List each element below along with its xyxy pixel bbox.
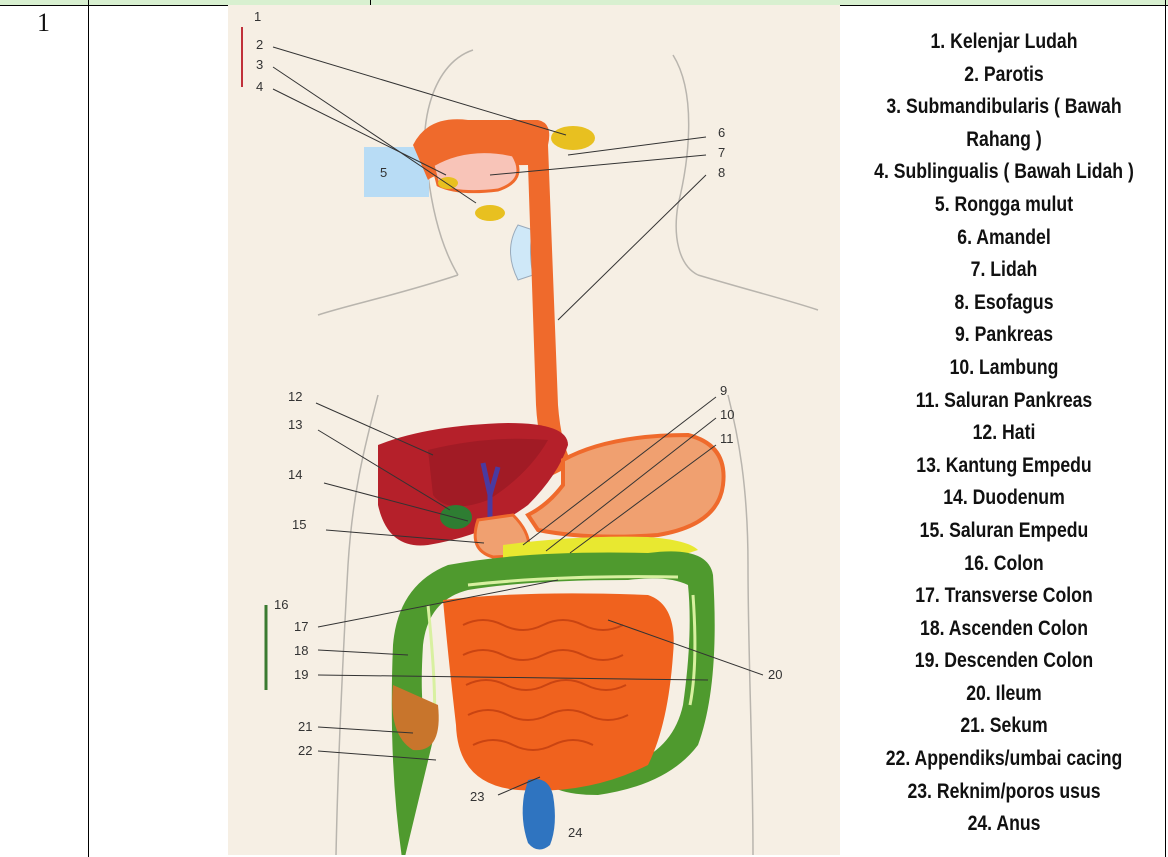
digestive-system-diagram: 1 2 3 4 5 6 7 8 9 10 11 12 13 14 15 16 1… bbox=[228, 5, 840, 855]
diagram-label-11: 11 bbox=[720, 431, 734, 446]
diagram-label-12: 12 bbox=[288, 389, 302, 404]
diagram-label-14: 14 bbox=[288, 467, 302, 482]
legend-item: 6. Amandel bbox=[866, 222, 1142, 255]
diagram-label-13: 13 bbox=[288, 417, 302, 432]
diagram-label-16: 16 bbox=[274, 597, 288, 612]
legend-item: 16. Colon bbox=[866, 548, 1142, 581]
parotid-gland bbox=[551, 126, 595, 150]
legend-item: 4. Sublingualis ( Bawah Lidah ) bbox=[866, 156, 1142, 189]
diagram-label-7: 7 bbox=[718, 145, 725, 160]
legend-item: 23. Reknim/poros usus bbox=[866, 776, 1142, 809]
diagram-label-15: 15 bbox=[292, 517, 306, 532]
legend-item: 15. Saluran Empedu bbox=[866, 515, 1142, 548]
diagram-label-17: 17 bbox=[294, 619, 308, 634]
sublingual-gland bbox=[438, 177, 458, 189]
legend-item: 2. Parotis bbox=[866, 59, 1142, 92]
legend-item: 20. Ileum bbox=[866, 678, 1142, 711]
legend-item: 1. Kelenjar Ludah bbox=[866, 26, 1142, 59]
legend-item: 21. Sekum bbox=[866, 710, 1142, 743]
diagram-label-21: 21 bbox=[298, 719, 312, 734]
legend-item: 19. Descenden Colon bbox=[866, 645, 1142, 678]
diagram-label-5: 5 bbox=[380, 165, 387, 180]
legend-item: 17. Transverse Colon bbox=[866, 580, 1142, 613]
diagram-label-24: 24 bbox=[568, 825, 582, 840]
diagram-label-10: 10 bbox=[720, 407, 734, 422]
diagram-label-3: 3 bbox=[256, 57, 263, 72]
legend-item: 18. Ascenden Colon bbox=[866, 613, 1142, 646]
legend-item: 13. Kantung Empedu bbox=[866, 450, 1142, 483]
diagram-label-18: 18 bbox=[294, 643, 308, 658]
legend-item: 8. Esofagus bbox=[866, 287, 1142, 320]
diagram-label-6: 6 bbox=[718, 125, 725, 140]
table-column-divider bbox=[88, 0, 89, 857]
legend-item: 9. Pankreas bbox=[866, 319, 1142, 352]
diagram-label-8: 8 bbox=[718, 165, 725, 180]
legend-item: 24. Anus bbox=[866, 808, 1142, 841]
diagram-svg: 1 2 3 4 5 6 7 8 9 10 11 12 13 14 15 16 1… bbox=[228, 5, 840, 855]
legend-item: 22. Appendiks/umbai cacing bbox=[866, 743, 1142, 776]
diagram-label-19: 19 bbox=[294, 667, 308, 682]
legend-item: 11. Saluran Pankreas bbox=[866, 385, 1142, 418]
legend-item: 12. Hati bbox=[866, 417, 1142, 450]
legend-item: 14. Duodenum bbox=[866, 482, 1142, 515]
diagram-label-1: 1 bbox=[254, 9, 261, 24]
small-intestine bbox=[443, 593, 674, 790]
legend-item: 5. Rongga mulut bbox=[866, 189, 1142, 222]
legend-item: 7. Lidah bbox=[866, 254, 1142, 287]
gallbladder bbox=[440, 505, 472, 529]
legend-item: 10. Lambung bbox=[866, 352, 1142, 385]
diagram-label-22: 22 bbox=[298, 743, 312, 758]
row-number: 1 bbox=[37, 8, 50, 38]
rectum bbox=[523, 779, 555, 850]
legend-item: 3. Submandibularis ( Bawah Rahang ) bbox=[866, 91, 1142, 156]
diagram-label-4: 4 bbox=[256, 79, 263, 94]
diagram-label-9: 9 bbox=[720, 383, 727, 398]
organ-legend: 1. Kelenjar Ludah 2. Parotis 3. Submandi… bbox=[840, 26, 1168, 841]
larynx bbox=[511, 225, 534, 280]
diagram-label-23: 23 bbox=[470, 789, 484, 804]
submandibular-gland bbox=[475, 205, 505, 221]
diagram-label-2: 2 bbox=[256, 37, 263, 52]
diagram-label-20: 20 bbox=[768, 667, 782, 682]
